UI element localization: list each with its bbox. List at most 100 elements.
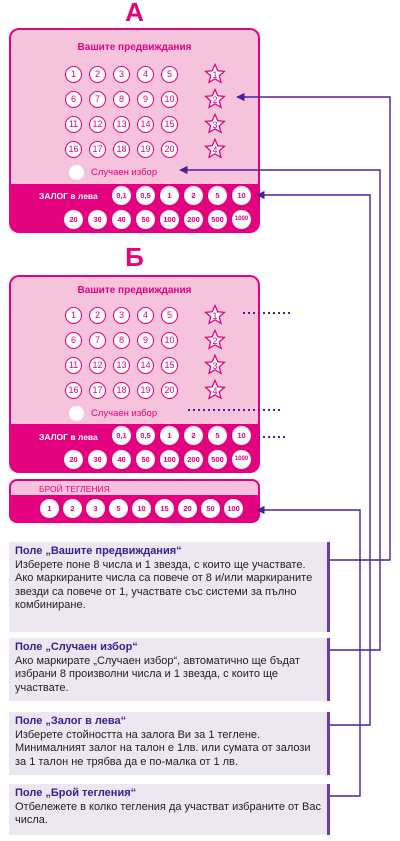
- draws-option[interactable]: 3: [86, 499, 105, 518]
- number-cell-3[interactable]: 3: [113, 307, 130, 324]
- number-cell-10[interactable]: 10: [161, 332, 178, 349]
- draws-option[interactable]: 20: [178, 499, 197, 518]
- number-cell-15[interactable]: 15: [161, 116, 178, 133]
- stake-option[interactable]: 20: [64, 210, 83, 229]
- stake-option[interactable]: 100: [160, 210, 179, 229]
- number-cell-6[interactable]: 6: [65, 332, 82, 349]
- number-cell-16[interactable]: 16: [65, 382, 82, 399]
- number-cell-19[interactable]: 19: [137, 382, 154, 399]
- number-cell-11[interactable]: 11: [65, 116, 82, 133]
- draws-option[interactable]: 10: [132, 499, 151, 518]
- number-cell-14[interactable]: 14: [137, 116, 154, 133]
- number-cell-17[interactable]: 17: [89, 382, 106, 399]
- number-cell-6[interactable]: 6: [65, 91, 82, 108]
- number-cell-13[interactable]: 13: [113, 116, 130, 133]
- number-cell-4[interactable]: 4: [137, 66, 154, 83]
- star-1[interactable]: 1: [203, 62, 227, 85]
- number-cell-7[interactable]: 7: [89, 91, 106, 108]
- number-cell-10[interactable]: 10: [161, 91, 178, 108]
- stake-option[interactable]: 500: [208, 450, 227, 469]
- star-1[interactable]: 1: [203, 303, 227, 326]
- stake-option[interactable]: 500: [208, 210, 227, 229]
- number-cell-20[interactable]: 20: [161, 141, 178, 158]
- number-cell-17[interactable]: 17: [89, 141, 106, 158]
- number-cell-2[interactable]: 2: [89, 307, 106, 324]
- stake-option[interactable]: 20: [64, 450, 83, 469]
- star-2[interactable]: 2: [203, 328, 227, 351]
- stake-option[interactable]: 1: [160, 186, 179, 205]
- stake-option[interactable]: 50: [136, 450, 155, 469]
- stake-option[interactable]: 2: [184, 426, 203, 445]
- info-body: Изберете стойността на залога Ви за 1 те…: [15, 728, 311, 768]
- star-number: 1: [212, 70, 218, 80]
- star-number: 2: [212, 95, 218, 105]
- stake-option[interactable]: 5: [208, 186, 227, 205]
- stake-option[interactable]: 50: [136, 210, 155, 229]
- number-cell-12[interactable]: 12: [89, 357, 106, 374]
- stake-option[interactable]: 2: [184, 186, 203, 205]
- number-cell-8[interactable]: 8: [113, 91, 130, 108]
- number-cell-2[interactable]: 2: [89, 66, 106, 83]
- number-cell-7[interactable]: 7: [89, 332, 106, 349]
- random-selection-checkbox[interactable]: [69, 165, 84, 180]
- number-cell-5[interactable]: 5: [161, 307, 178, 324]
- number-cell-13[interactable]: 13: [113, 357, 130, 374]
- info-predictions: Поле „Вашите предвиждания“ Изберете поне…: [9, 542, 330, 632]
- star-4[interactable]: 4: [203, 378, 227, 401]
- stake-option[interactable]: 30: [88, 210, 107, 229]
- info-heading: Поле „Брой тегления“: [15, 787, 137, 799]
- number-cell-4[interactable]: 4: [137, 307, 154, 324]
- star-3[interactable]: 3: [203, 112, 227, 135]
- stake-option[interactable]: 10: [232, 186, 251, 205]
- info-stake: Поле „Залог в лева“ Изберете стойността …: [9, 712, 330, 775]
- number-cell-16[interactable]: 16: [65, 141, 82, 158]
- stake-option[interactable]: 1: [160, 426, 179, 445]
- stake-option[interactable]: 5: [208, 426, 227, 445]
- number-cell-18[interactable]: 18: [113, 141, 130, 158]
- stake-option[interactable]: 0,5: [136, 186, 155, 205]
- star-3[interactable]: 3: [203, 353, 227, 376]
- stake-option[interactable]: 200: [184, 210, 203, 229]
- draws-option[interactable]: 2: [63, 499, 82, 518]
- stake-option[interactable]: 1000: [232, 450, 251, 469]
- draws-option[interactable]: 50: [201, 499, 220, 518]
- stake-option[interactable]: 0,1: [112, 426, 131, 445]
- stake-option[interactable]: 30: [88, 450, 107, 469]
- stake-option[interactable]: 100: [160, 450, 179, 469]
- number-cell-19[interactable]: 19: [137, 141, 154, 158]
- number-cell-11[interactable]: 11: [65, 357, 82, 374]
- number-cell-8[interactable]: 8: [113, 332, 130, 349]
- number-cell-14[interactable]: 14: [137, 357, 154, 374]
- star-2[interactable]: 2: [203, 87, 227, 110]
- number-cell-20[interactable]: 20: [161, 382, 178, 399]
- draws-header: БРОЙ ТЕГЛЕНИЯ: [9, 479, 260, 496]
- number-cell-9[interactable]: 9: [137, 91, 154, 108]
- draws-option[interactable]: 15: [155, 499, 174, 518]
- random-selection-checkbox[interactable]: [69, 406, 84, 421]
- draws-option[interactable]: 100: [224, 499, 243, 518]
- stake-option[interactable]: 10: [232, 426, 251, 445]
- number-cell-1[interactable]: 1: [65, 66, 82, 83]
- number-cell-18[interactable]: 18: [113, 382, 130, 399]
- number-cell-5[interactable]: 5: [161, 66, 178, 83]
- draws-option[interactable]: 5: [109, 499, 128, 518]
- number-cell-9[interactable]: 9: [137, 332, 154, 349]
- stake-option[interactable]: 1000: [232, 210, 251, 229]
- stake-option[interactable]: 40: [112, 450, 131, 469]
- number-cell-1[interactable]: 1: [65, 307, 82, 324]
- stake-option[interactable]: 40: [112, 210, 131, 229]
- star-4[interactable]: 4: [203, 137, 227, 160]
- number-cell-3[interactable]: 3: [113, 66, 130, 83]
- stake-option[interactable]: 0,5: [136, 426, 155, 445]
- stake-option[interactable]: 200: [184, 450, 203, 469]
- stake-option[interactable]: 0,1: [112, 186, 131, 205]
- number-cell-15[interactable]: 15: [161, 357, 178, 374]
- number-cell-12[interactable]: 12: [89, 116, 106, 133]
- draws-option[interactable]: 1: [40, 499, 59, 518]
- draws-label: БРОЙ ТЕГЛЕНИЯ: [39, 484, 110, 494]
